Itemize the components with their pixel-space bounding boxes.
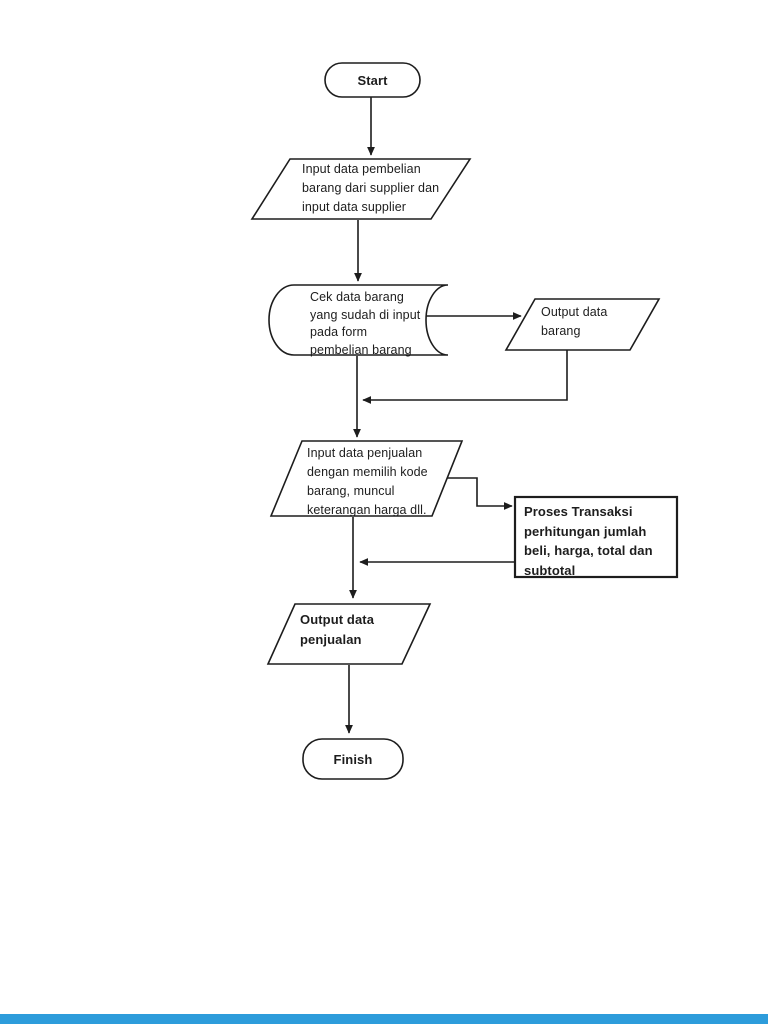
input-penjualan-label: Input data penjualan dengan memilih kode… xyxy=(307,446,428,517)
output-barang-parallelogram-shape xyxy=(504,298,661,351)
start-terminator-shape xyxy=(324,62,421,98)
proses-transaksi-label: Proses Transaksi perhitungan jumlah beli… xyxy=(524,504,653,578)
viewer-progress-bar xyxy=(0,1014,768,1024)
output-penjualan-label: Output data penjualan xyxy=(300,612,375,647)
cek-data-stored-data-shape xyxy=(268,284,449,356)
arrow-output-barang-return xyxy=(362,350,568,404)
finish-label: Finish xyxy=(333,751,373,767)
start-label: Start xyxy=(357,72,388,88)
input-pembelian-label: Input data pembelian barang dari supplie… xyxy=(302,162,440,214)
input-pembelian-parallelogram-shape xyxy=(250,158,472,220)
output-barang-label: Output data barang xyxy=(541,305,608,338)
proses-transaksi-process-shape xyxy=(513,495,679,579)
cek-data-label: Cek data barang yang sudah di input pada… xyxy=(310,290,421,357)
input-penjualan-parallelogram-shape xyxy=(269,440,464,517)
arrow-input-penjualan-to-proses xyxy=(443,477,513,510)
output-penjualan-parallelogram-shape xyxy=(266,603,432,665)
finish-terminator-shape xyxy=(302,738,404,780)
